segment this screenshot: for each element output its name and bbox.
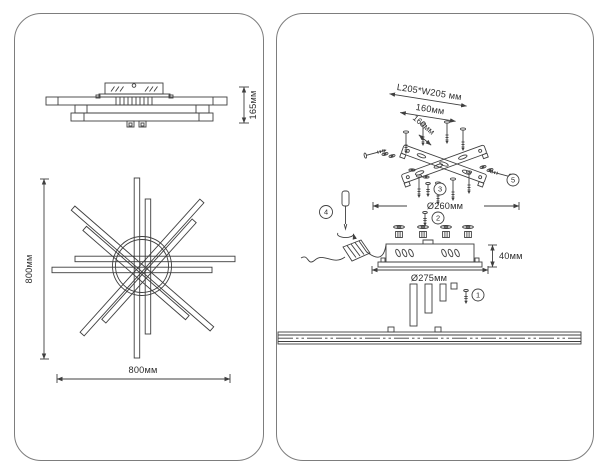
cross-mount-bracket: 5 xyxy=(363,120,520,206)
dim-width-800-horizontal: 800мм xyxy=(56,365,231,383)
rotate-arrow-icon xyxy=(337,232,357,240)
top-view-vertical-label: 800мм xyxy=(24,255,34,284)
canopy-slots-left xyxy=(395,248,414,258)
dim-canopy-height-40: 40мм xyxy=(488,244,523,268)
fixture-dimensions-drawing: 165мм xyxy=(24,82,258,383)
screw-icon xyxy=(402,130,410,155)
spacer-parts: 1 xyxy=(409,282,485,327)
screw-icon xyxy=(425,182,431,198)
installation-drawing: L205*W205 мм 160мм 160мм xyxy=(277,82,582,345)
dim-diameter-275: Ø275мм xyxy=(371,266,489,283)
center-ring-inner xyxy=(115,239,169,293)
bracket-arm-b xyxy=(399,144,487,188)
screw-icon xyxy=(463,289,469,305)
nut-washer-icon xyxy=(440,225,452,238)
fastener-stacks xyxy=(393,225,474,238)
vent-slots-right xyxy=(144,86,158,92)
canopy-height-label: 40мм xyxy=(499,251,523,261)
nut-washer-icon xyxy=(462,225,474,238)
washer-icon xyxy=(422,175,430,179)
panel-installation-diagram: L205*W205 мм 160мм 160мм xyxy=(276,13,594,461)
dim-width-800-vertical: 800мм xyxy=(24,178,49,360)
light-bar-profile xyxy=(277,326,582,345)
callout-5-label: 5 xyxy=(511,176,515,185)
wire-left xyxy=(300,256,346,263)
wire-right xyxy=(366,244,387,258)
center-hole xyxy=(131,83,137,88)
center-ring-outer xyxy=(112,236,172,296)
dim-diameter-260: Ø260мм xyxy=(372,201,520,211)
canopy-flange xyxy=(377,261,483,268)
dim-height-165: 165мм xyxy=(239,86,258,124)
callout-2: 2 xyxy=(422,211,445,227)
wiring-step: 4 xyxy=(300,190,387,263)
screwdriver-icon xyxy=(341,190,350,231)
callout-1-label: 1 xyxy=(476,291,480,300)
plate-size-label: L205*W205 мм xyxy=(396,82,462,102)
canopy-slots-right xyxy=(441,248,460,258)
top-view-horizontal-label: 800мм xyxy=(129,365,158,375)
callout-4-label: 4 xyxy=(324,208,328,217)
screw-icon xyxy=(443,120,451,145)
callout-4: 4 xyxy=(319,205,333,219)
callout-2-label: 2 xyxy=(436,214,440,223)
canopy-clip xyxy=(422,239,434,244)
driver-box xyxy=(104,82,164,95)
hardware-chain-right xyxy=(479,164,512,180)
bracket-arm-a xyxy=(401,144,489,188)
dim-plate-size: L205*W205 мм xyxy=(389,82,467,108)
side-height-label: 165мм xyxy=(248,91,258,120)
dim-hole-spacing: 160мм xyxy=(399,102,456,123)
vent-slots-left xyxy=(110,86,124,92)
hardware-chain-left xyxy=(363,146,396,159)
canopy-base: 40мм Ø275мм xyxy=(371,239,523,283)
screw-icon xyxy=(449,177,457,202)
holes-diameter-label: Ø260мм xyxy=(427,201,463,211)
nut-washer-icon xyxy=(393,225,405,238)
base-diameter-label: Ø275мм xyxy=(411,273,447,283)
screw-icon xyxy=(459,127,467,152)
light-bar-layers xyxy=(45,96,228,122)
callout-3-label: 3 xyxy=(438,185,442,194)
mount-feet xyxy=(126,120,147,128)
panel-fixture-dimensions: 165мм xyxy=(14,13,264,461)
wire-connector-icon xyxy=(300,239,387,263)
fixture-side-view: 165мм xyxy=(45,82,258,128)
bar-clip xyxy=(434,326,442,333)
light-bars-starburst xyxy=(51,177,236,359)
callout-1: 1 xyxy=(463,288,485,305)
nut-washer-icon xyxy=(417,225,429,238)
bar-clip xyxy=(387,326,395,333)
callout-3: 3 xyxy=(425,182,447,198)
fixture-top-view: 800мм 800мм xyxy=(24,177,236,383)
connector-rods xyxy=(115,97,153,105)
callout-5: 5 xyxy=(506,173,520,187)
screw-icon xyxy=(422,211,428,227)
